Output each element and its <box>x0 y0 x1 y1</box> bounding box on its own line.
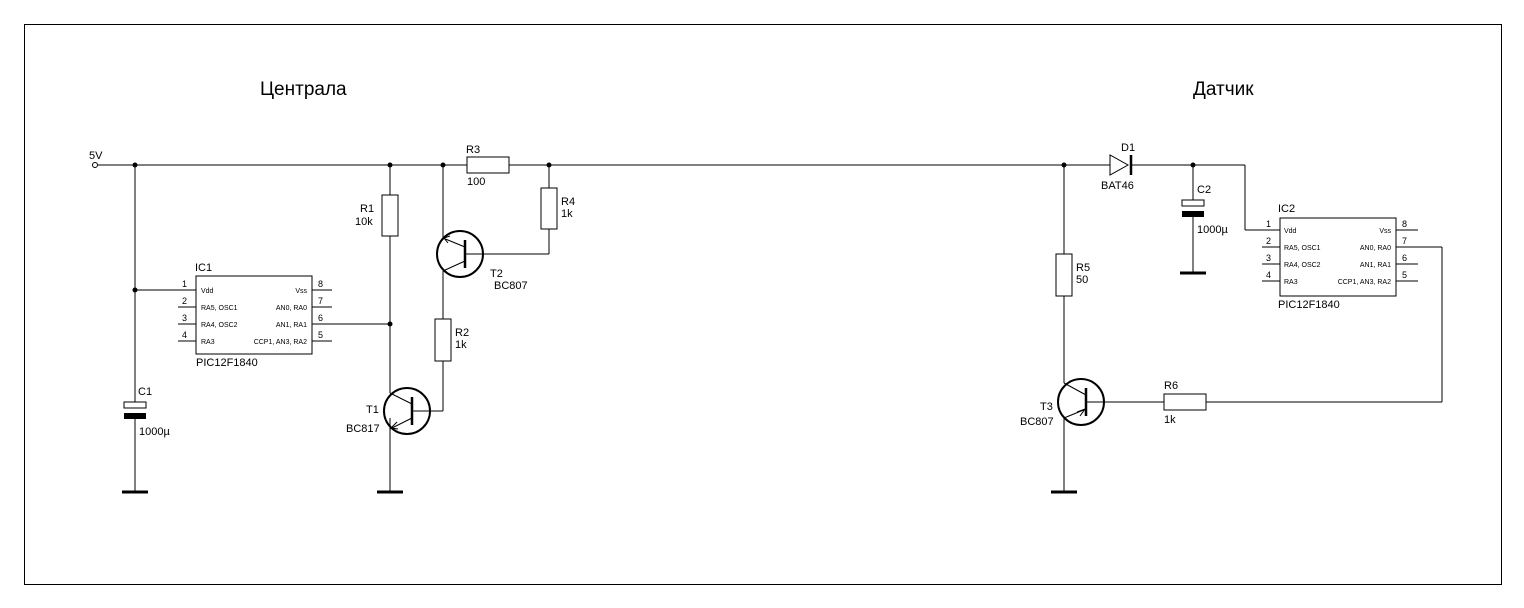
t3-value: BC807 <box>1020 416 1054 428</box>
t1-value: BC817 <box>346 423 380 435</box>
border-frame <box>24 24 1502 585</box>
ic1-pin4-name: RA3 <box>201 339 215 346</box>
transistor-t2: T2 BC807 <box>436 230 528 292</box>
title-datchik: Датчик <box>1193 79 1254 100</box>
ic2-pin3-name: RA4, OSC2 <box>1284 262 1321 269</box>
ic1-part: PIC12F1840 <box>196 357 258 369</box>
ic1-pin8-num: 8 <box>318 279 323 289</box>
ic2-pin6-name: AN1, RA1 <box>1360 262 1391 269</box>
resistor-r5: R5 50 <box>1055 253 1090 297</box>
ic1-pin6-num: 6 <box>318 313 323 323</box>
ic2-pin7-num: 7 <box>1402 236 1407 246</box>
ic1-pin6-name: AN1, RA1 <box>276 322 307 329</box>
ic2-pin2-name: RA5, OSC1 <box>1284 245 1321 252</box>
ic1-pin8-name: Vss <box>295 288 307 295</box>
ic1-pin1-name: Vdd <box>201 288 214 295</box>
r1-value: 10k <box>355 216 373 228</box>
c1-ref: C1 <box>138 386 152 398</box>
t3-ref: T3 <box>1040 401 1053 413</box>
ic1-pin2-num: 2 <box>182 296 187 306</box>
r4-ref: R4 <box>561 196 575 208</box>
resistor-r2: R2 1k <box>434 318 469 362</box>
c1-value: 1000µ <box>139 426 170 438</box>
d1-ref: D1 <box>1121 142 1135 154</box>
wires-left <box>98 164 1104 491</box>
ic2-pin5-name: CCP1, AN3, RA2 <box>1338 279 1391 286</box>
t2-ref: T2 <box>490 268 503 280</box>
r5-ref: R5 <box>1076 262 1090 274</box>
capacitor-c2: C2 1000µ <box>1181 184 1228 236</box>
t2-value: BC807 <box>494 280 528 292</box>
transistor-t3: T3 BC807 <box>1020 378 1105 428</box>
ic2-pin4-name: RA3 <box>1284 279 1298 286</box>
supply-5v: 5V <box>89 150 103 168</box>
capacitor-c1: C1 1000µ <box>123 386 170 438</box>
title-centrala: Централа <box>260 79 347 100</box>
ic2-pin1-name: Vdd <box>1284 228 1297 235</box>
ic-ic2: IC2 PIC12F1840 1 2 3 4 Vdd RA5, OSC1 RA4… <box>1262 203 1418 311</box>
resistor-r3: R3 100 <box>466 144 510 188</box>
ic2-pin5-num: 5 <box>1402 270 1407 280</box>
ic2-pin4-num: 4 <box>1266 270 1271 280</box>
supply-label: 5V <box>89 150 103 162</box>
ic2-pin1-num: 1 <box>1266 219 1271 229</box>
ic1-pin3-name: RA4, OSC2 <box>201 322 238 329</box>
ic1-pin2-name: RA5, OSC1 <box>201 305 238 312</box>
resistor-r1: R1 10k <box>355 194 399 237</box>
ic-ic1: IC1 PIC12F1840 1 2 3 4 Vdd RA5, OSC1 RA4… <box>178 262 332 369</box>
ic1-pin3-num: 3 <box>182 313 187 323</box>
ic2-pin8-num: 8 <box>1402 219 1407 229</box>
d1-value: BAT46 <box>1101 180 1134 192</box>
wires-right <box>1063 164 1443 491</box>
r2-ref: R2 <box>455 327 469 339</box>
ic1-pin1-num: 1 <box>182 279 187 289</box>
ic1-pin7-num: 7 <box>318 296 323 306</box>
r3-ref: R3 <box>466 144 480 156</box>
ic2-pin2-num: 2 <box>1266 236 1271 246</box>
ic2-ref: IC2 <box>1278 203 1295 215</box>
resistor-r4: R4 1k <box>540 187 575 230</box>
c2-ref: C2 <box>1197 184 1211 196</box>
ic2-pin8-name: Vss <box>1379 228 1391 235</box>
ic1-pin7-name: AN0, RA0 <box>276 305 307 312</box>
diode-d1: D1 BAT46 <box>1101 142 1135 192</box>
r3-value: 100 <box>467 176 485 188</box>
t1-ref: T1 <box>366 404 379 416</box>
ic1-ref: IC1 <box>195 262 212 274</box>
junctions-left <box>132 162 552 327</box>
r6-value: 1k <box>1164 414 1176 426</box>
ic2-pin3-num: 3 <box>1266 253 1271 263</box>
ic2-pin6-num: 6 <box>1402 253 1407 263</box>
resistor-r6: R6 1k <box>1163 380 1207 426</box>
ic1-pin4-num: 4 <box>182 330 187 340</box>
c2-value: 1000µ <box>1197 224 1228 236</box>
ic2-pin7-name: AN0, RA0 <box>1360 245 1391 252</box>
junctions-right <box>1061 162 1196 168</box>
r1-ref: R1 <box>360 203 374 215</box>
ic2-part: PIC12F1840 <box>1278 299 1340 311</box>
r4-value: 1k <box>561 208 573 220</box>
ic1-pin5-name: CCP1, AN3, RA2 <box>254 339 307 346</box>
r5-value: 50 <box>1076 274 1088 286</box>
r6-ref: R6 <box>1164 380 1178 392</box>
ic1-pin5-num: 5 <box>318 330 323 340</box>
transistor-t1: T1 BC817 <box>346 387 431 435</box>
r2-value: 1k <box>455 339 467 351</box>
